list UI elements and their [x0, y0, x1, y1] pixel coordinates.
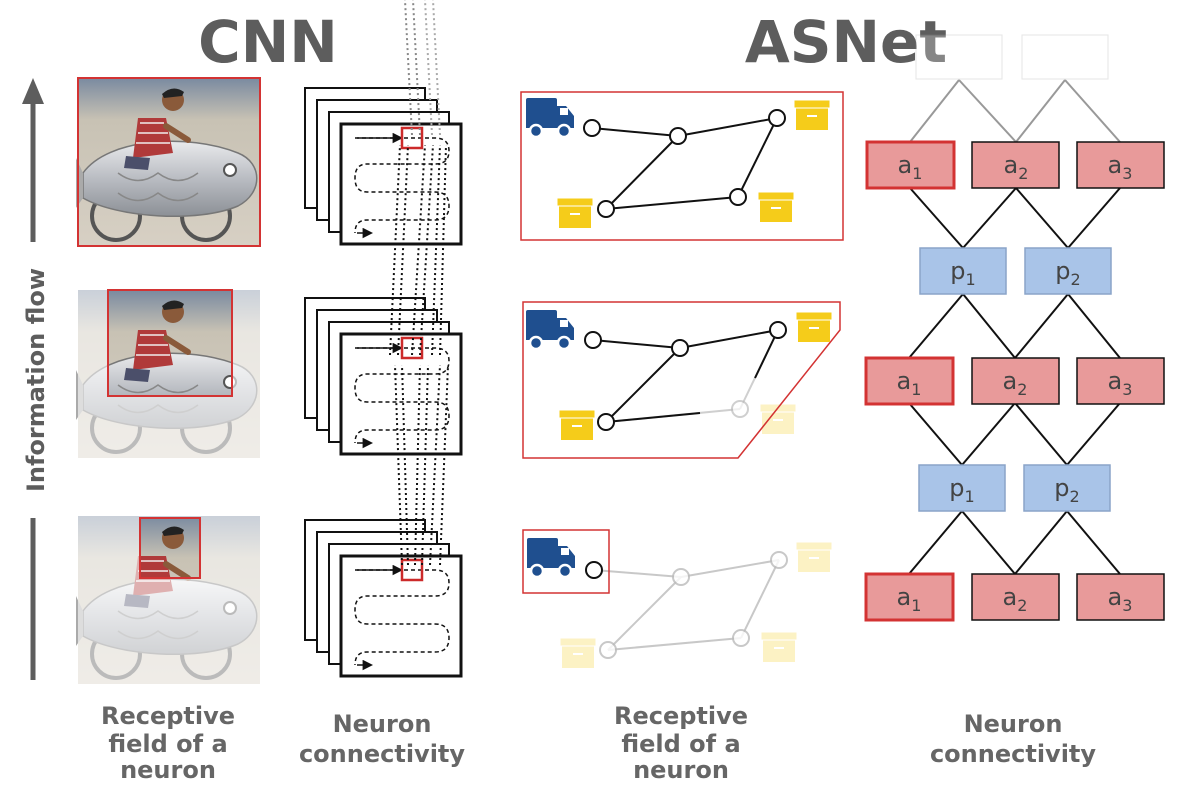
action-node-a3: a3	[1076, 357, 1165, 405]
action-node-a1: a1	[864, 572, 955, 622]
action-node-a2: a2	[971, 357, 1060, 405]
package-icon	[558, 409, 596, 441]
cnn-stack-bottom	[305, 520, 461, 676]
package-icon	[556, 197, 594, 229]
asnet-graph-middle	[522, 301, 841, 459]
svg-text:a2: a2	[1003, 367, 1028, 399]
svg-text:field of a: field of a	[621, 730, 740, 758]
svg-text:field of a: field of a	[108, 730, 227, 758]
cnn-photo-top	[76, 78, 260, 246]
information-flow-label: Information flow	[22, 268, 50, 492]
svg-text:a3: a3	[1108, 151, 1133, 183]
proposition-node-p2: p2	[1024, 247, 1112, 295]
cnn-stack-top	[305, 88, 461, 244]
svg-text:p1: p1	[949, 474, 974, 506]
svg-text:a2: a2	[1003, 583, 1028, 615]
action-node-a2: a2	[971, 141, 1060, 189]
cnn-title: CNN	[198, 8, 338, 76]
caption-asnet-receptive: Receptive field of a neuron	[614, 702, 748, 784]
svg-text:neuron: neuron	[633, 756, 729, 784]
asnet-graph-top	[520, 91, 844, 241]
arrow-up-icon	[22, 78, 44, 104]
svg-text:p1: p1	[950, 257, 975, 289]
svg-text:neuron: neuron	[120, 756, 216, 784]
svg-text:Receptive: Receptive	[101, 702, 235, 730]
action-node-a1: a1	[865, 140, 956, 190]
svg-text:Neuron: Neuron	[333, 710, 432, 738]
truck-icon	[524, 96, 576, 139]
truck-icon	[524, 308, 576, 351]
package-icon	[795, 311, 833, 343]
caption-asnet-connectivity: Neuron connectivity	[930, 710, 1096, 768]
svg-text:Receptive: Receptive	[614, 702, 748, 730]
caption-cnn-connectivity: Neuron connectivity	[299, 710, 465, 768]
cnn-connectivity-lines	[389, 0, 449, 566]
faded-top-propositions	[915, 34, 1109, 80]
svg-text:connectivity: connectivity	[930, 740, 1096, 768]
svg-text:connectivity: connectivity	[299, 740, 465, 768]
asnet-title: ASNet	[745, 8, 947, 76]
asnet-graph-bottom	[522, 529, 833, 669]
cnn-photo-bottom	[76, 516, 260, 684]
proposition-node-p1: p1	[919, 247, 1007, 295]
caption-cnn-receptive: Receptive field of a neuron	[101, 702, 235, 784]
information-flow-arrow: Information flow	[22, 78, 50, 680]
svg-text:p2: p2	[1054, 474, 1079, 506]
svg-text:a2: a2	[1004, 151, 1029, 183]
proposition-node-p1: p1	[918, 464, 1006, 512]
package-icon	[793, 99, 831, 131]
action-node-a1: a1	[864, 356, 955, 406]
cnn-photo-middle	[76, 290, 260, 458]
proposition-node-p2: p2	[1023, 464, 1111, 512]
svg-text:a1: a1	[897, 583, 922, 615]
cnn-stack-middle	[305, 298, 461, 454]
asnet-connectivity: a1 a2 a3 p1 p2 a1 a2 a3	[864, 79, 1165, 622]
svg-text:a3: a3	[1108, 367, 1133, 399]
svg-text:a3: a3	[1108, 583, 1133, 615]
svg-text:a1: a1	[897, 367, 922, 399]
package-icon	[757, 191, 795, 223]
action-node-a2: a2	[971, 573, 1060, 621]
action-node-a3: a3	[1076, 573, 1165, 621]
truck-icon	[525, 536, 577, 579]
svg-text:p2: p2	[1055, 257, 1080, 289]
svg-text:a1: a1	[898, 151, 923, 183]
svg-text:Neuron: Neuron	[964, 710, 1063, 738]
action-node-a3: a3	[1076, 141, 1165, 189]
